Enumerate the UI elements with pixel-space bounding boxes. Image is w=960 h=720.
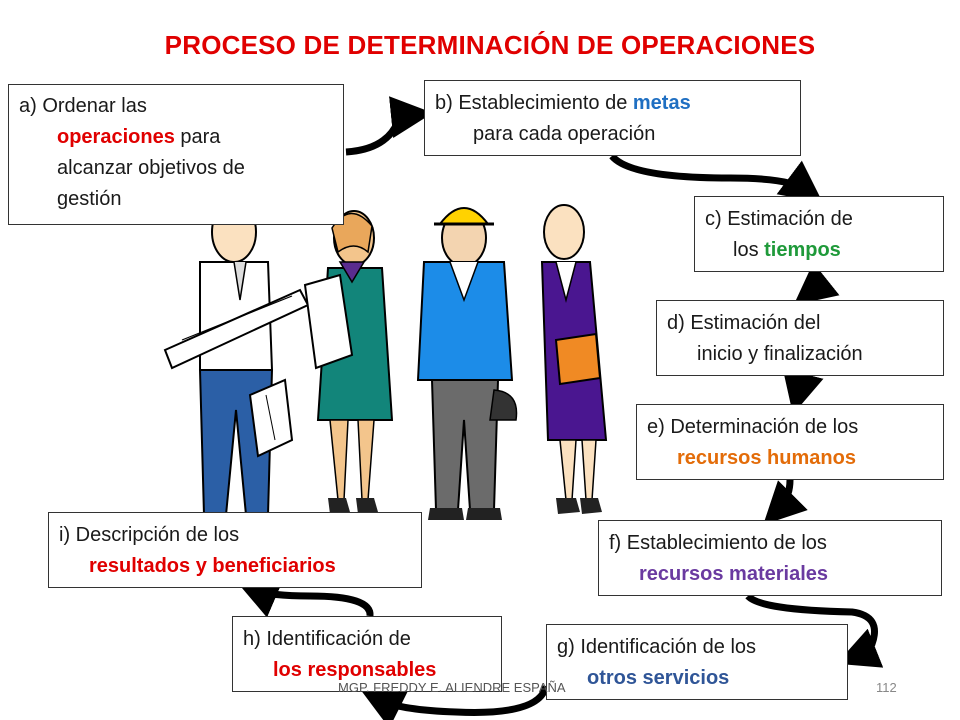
page-title: PROCESO DE DETERMINACIÓN DE OPERACIONES [164, 30, 816, 60]
arrow-e-to-f [763, 479, 808, 525]
step-b-box: b) Establecimiento de metas para cada op… [424, 80, 801, 156]
step-a-line2-tail: para [174, 126, 221, 148]
step-c-line1: c) Estimación de [705, 208, 853, 230]
arrow-g-to-h [361, 684, 550, 720]
arrow-a-to-b [345, 96, 433, 156]
step-a-highlight: operaciones [57, 126, 175, 148]
step-e-line1: e) Determinación de los [647, 416, 859, 438]
step-a-line2: operaciones para [19, 122, 333, 153]
step-c-box: c) Estimación de los tiempos [694, 196, 944, 272]
step-h-box: h) Identificación de los responsables [232, 616, 502, 692]
step-d-box: d) Estimación del inicio y finalización [656, 300, 944, 376]
step-i-line1: i) Descripción de los [59, 524, 240, 546]
step-d-line2: inicio y finalización [697, 343, 863, 365]
step-f-line1: f) Establecimiento de los [609, 532, 827, 554]
step-b-highlight: metas [632, 92, 691, 114]
step-h-line1: h) Identificación de [243, 628, 411, 650]
step-f-box: f) Establecimiento de los recursos mater… [598, 520, 942, 596]
step-d-line1: d) Estimación del [667, 312, 821, 334]
step-a-line4: gestión [57, 188, 122, 210]
step-f-highlight: recursos materiales [639, 563, 829, 585]
step-g-highlight: otros servicios [587, 667, 730, 689]
step-g-line1: g) Identificación de los [557, 636, 757, 658]
page-number: 112 [876, 680, 897, 695]
step-c-line2: los tiempos [705, 235, 933, 266]
step-g-box: g) Identificación de los otros servicios [546, 624, 848, 700]
arrow-d-to-e [782, 368, 824, 415]
arrow-c-to-d [793, 262, 840, 306]
arrow-f-to-g [745, 593, 884, 668]
step-e-highlight: recursos humanos [677, 447, 856, 469]
step-b-line1: b) Establecimiento de metas [435, 88, 790, 119]
arrow-h-to-i [236, 578, 374, 618]
arrow-b-to-c [609, 153, 823, 203]
step-c-highlight: tiempos [764, 239, 841, 261]
step-a-line3: alcanzar objetivos de [57, 157, 245, 179]
step-a-box: a) Ordenar las operaciones para alcanzar… [8, 84, 344, 225]
worker-with-hardhat-figure [416, 207, 518, 520]
step-e-box: e) Determinación de los recursos humanos [636, 404, 944, 480]
step-i-highlight: resultados y beneficiarios [89, 555, 336, 577]
step-h-highlight: los responsables [273, 659, 437, 681]
man-with-plans-figure [163, 201, 310, 522]
footer-author: MGP. FREDDY E. ALIENDRE ESPAÑA [338, 680, 566, 695]
step-c-line2-head: los [733, 239, 765, 261]
step-b-line1-head: b) Establecimiento de [435, 92, 633, 114]
step-i-box: i) Descripción de los resultados y benef… [48, 512, 422, 588]
woman-in-green-figure [303, 210, 394, 514]
step-b-line2: para cada operación [473, 123, 656, 145]
step-a-line1: a) Ordenar las [19, 95, 147, 117]
woman-in-purple-figure [540, 204, 608, 514]
